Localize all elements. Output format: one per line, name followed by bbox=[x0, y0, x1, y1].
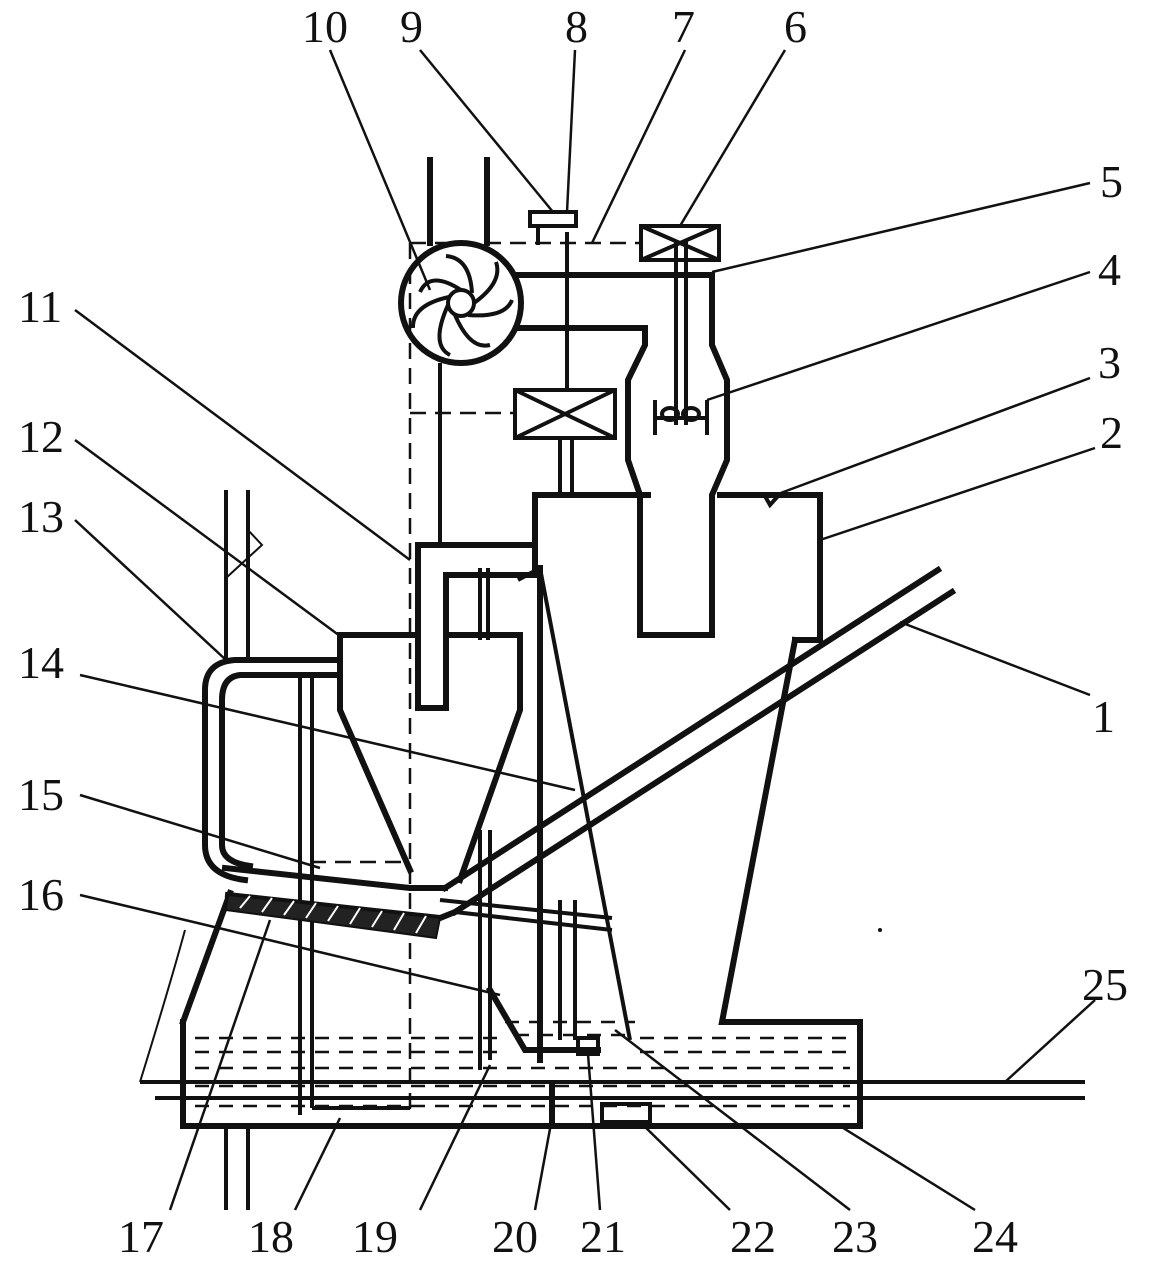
label-16: 16 bbox=[18, 869, 64, 920]
heater-17 bbox=[224, 893, 442, 940]
label-23: 23 bbox=[832, 1211, 878, 1262]
label-6: 6 bbox=[784, 1, 807, 52]
stray-dot bbox=[878, 928, 882, 932]
fan-10 bbox=[398, 157, 524, 545]
label-17: 17 bbox=[118, 1211, 164, 1262]
label-4: 4 bbox=[1098, 244, 1121, 295]
box-8 bbox=[513, 232, 617, 495]
label-2: 2 bbox=[1100, 407, 1123, 458]
main-vessel bbox=[485, 492, 823, 1127]
label-11: 11 bbox=[18, 281, 62, 332]
label-13: 13 bbox=[18, 491, 64, 542]
label-14: 14 bbox=[18, 637, 64, 688]
element-9 bbox=[528, 210, 578, 245]
box-6 bbox=[639, 224, 721, 262]
control-lines bbox=[310, 241, 641, 1115]
feed-pipe-1 bbox=[221, 565, 957, 932]
leader-lines bbox=[74, 49, 1096, 1212]
water-tank bbox=[179, 636, 863, 1129]
label-5: 5 bbox=[1100, 156, 1123, 207]
pipe-18 bbox=[298, 675, 492, 1115]
pipe-13 bbox=[224, 490, 264, 1210]
label-21: 21 bbox=[580, 1211, 626, 1262]
number-labels: 1 2 3 4 5 6 7 8 9 10 11 12 13 14 15 16 1… bbox=[18, 1, 1128, 1262]
label-25: 25 bbox=[1082, 959, 1128, 1010]
label-8: 8 bbox=[565, 1, 588, 52]
label-24: 24 bbox=[972, 1211, 1018, 1262]
label-9: 9 bbox=[400, 1, 423, 52]
label-19: 19 bbox=[352, 1211, 398, 1262]
small-cyclone bbox=[202, 542, 538, 884]
label-1: 1 bbox=[1092, 691, 1115, 742]
label-18: 18 bbox=[248, 1211, 294, 1262]
label-22: 22 bbox=[730, 1211, 776, 1262]
label-15: 15 bbox=[18, 769, 64, 820]
central-tube bbox=[514, 240, 780, 638]
label-3: 3 bbox=[1098, 337, 1121, 388]
label-20: 20 bbox=[492, 1211, 538, 1262]
label-7: 7 bbox=[672, 1, 695, 52]
label-12: 12 bbox=[18, 411, 64, 462]
label-10: 10 bbox=[302, 1, 348, 52]
water-surface bbox=[195, 1020, 850, 1108]
